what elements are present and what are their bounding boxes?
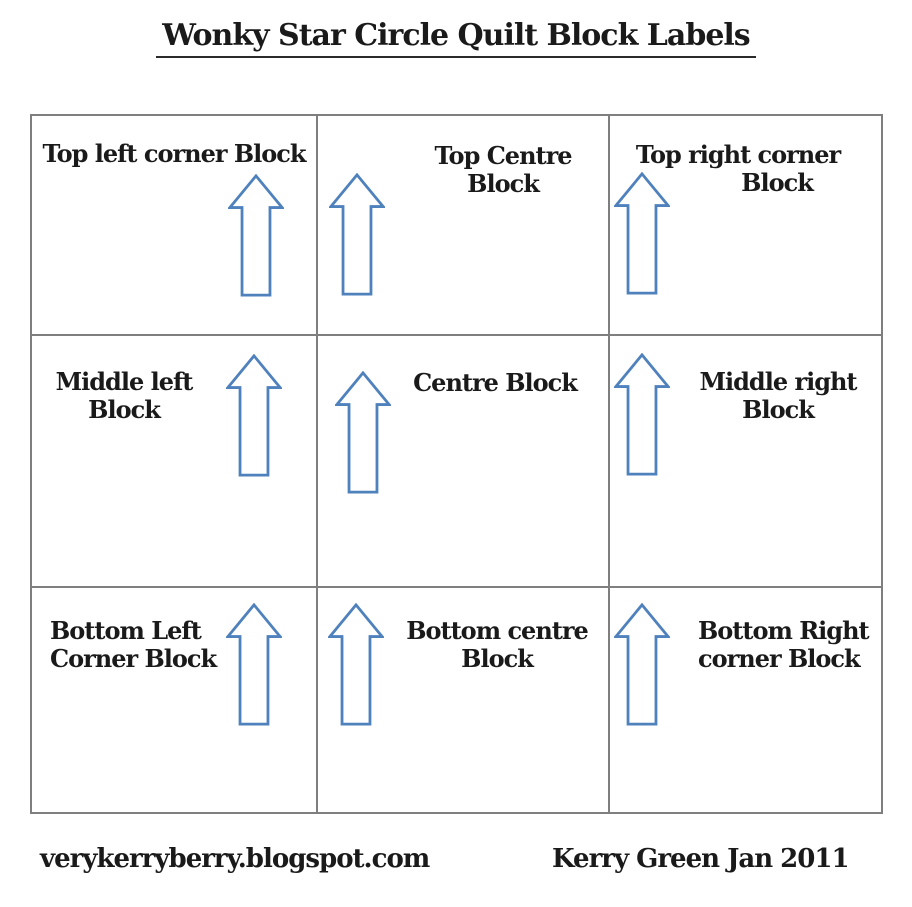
label-line: Centre Block: [413, 368, 578, 397]
footer-author-credit: Kerry Green Jan 2011: [552, 844, 850, 874]
up-arrow-icon: [226, 354, 282, 477]
label-line: Corner Block: [50, 644, 217, 673]
up-arrow-icon: [614, 172, 670, 295]
label-grid: Top left corner Block Top Centre Block T…: [30, 114, 883, 814]
cell-label: Bottom Right corner Block: [698, 616, 870, 673]
cell-label: Middle left Block: [32, 368, 216, 424]
cell-label: Centre Block: [395, 369, 595, 397]
label-line: Top Centre: [434, 141, 572, 170]
cell-label: Bottom Left Corner Block: [50, 616, 217, 673]
cell-label: Top left corner Block: [32, 140, 316, 168]
footer-blog-url: verykerryberry.blogspot.com: [40, 844, 430, 874]
label-line: corner Block: [698, 644, 861, 673]
label-line: Block: [742, 395, 815, 424]
grid-cell-top-left: Top left corner Block: [32, 116, 318, 336]
label-line: Bottom Right: [698, 616, 870, 645]
up-arrow-icon: [614, 603, 670, 726]
label-line: Bottom Left: [50, 616, 202, 645]
cell-label: Bottom centre Block: [397, 617, 597, 673]
cell-label: Top right corner Block: [610, 141, 866, 197]
page-title-text: Wonky Star Circle Quilt Block Labels: [156, 18, 756, 58]
cell-label: Top Centre Block: [408, 142, 598, 198]
grid-cell-top-right: Top right corner Block: [610, 116, 881, 336]
label-line: Top right corner: [635, 140, 841, 169]
label-line: Bottom centre: [406, 616, 589, 645]
grid-cell-bottom-centre: Bottom centre Block: [318, 588, 610, 812]
grid-cell-top-centre: Top Centre Block: [318, 116, 610, 336]
up-arrow-icon: [614, 353, 670, 476]
label-line: Middle right: [699, 367, 857, 396]
label-line: Top left corner Block: [42, 139, 306, 168]
label-line: Block: [741, 168, 814, 197]
label-line: Block: [461, 644, 534, 673]
up-arrow-icon: [335, 371, 391, 494]
up-arrow-icon: [329, 173, 385, 296]
up-arrow-icon: [328, 603, 384, 726]
cell-label: Middle right Block: [676, 368, 880, 424]
label-line: Middle left: [55, 367, 194, 396]
grid-cell-middle-left: Middle left Block: [32, 336, 318, 588]
grid-cell-centre: Centre Block: [318, 336, 610, 588]
up-arrow-icon: [228, 174, 284, 297]
label-line: Block: [467, 169, 540, 198]
grid-cell-bottom-right: Bottom Right corner Block: [610, 588, 881, 812]
page-title: Wonky Star Circle Quilt Block Labels: [0, 18, 912, 58]
label-line: Block: [88, 395, 161, 424]
up-arrow-icon: [226, 603, 282, 726]
grid-cell-middle-right: Middle right Block: [610, 336, 881, 588]
grid-cell-bottom-left: Bottom Left Corner Block: [32, 588, 318, 812]
